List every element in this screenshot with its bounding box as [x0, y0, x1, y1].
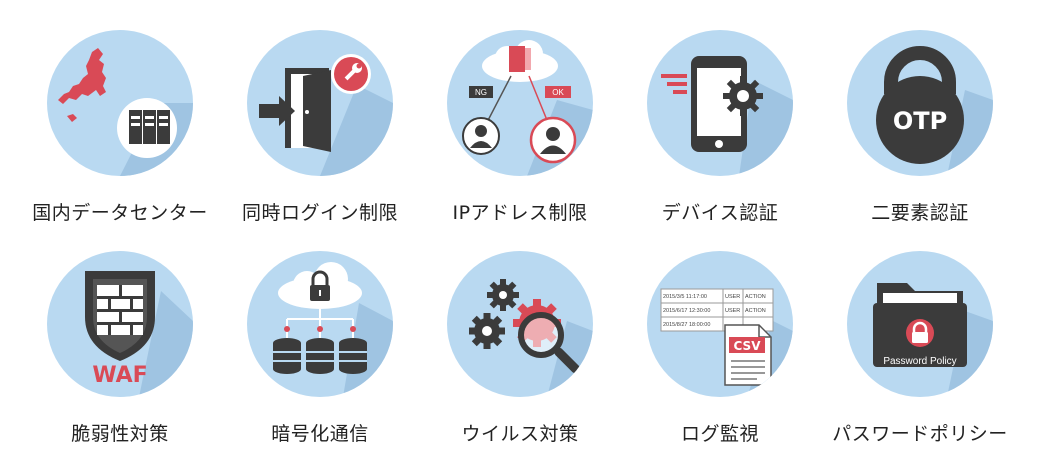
ok-badge: OK	[552, 88, 564, 97]
log-header-user: USER	[725, 294, 740, 300]
log-header-user: USER	[725, 308, 740, 314]
door-login-icon	[247, 30, 393, 176]
feature-label: ウイルス対策	[461, 423, 579, 445]
virus-scan-icon	[447, 251, 593, 397]
feature-label: ログ監視	[680, 423, 759, 445]
feature-antivirus: ウイルス対策	[420, 251, 620, 446]
feature-device-auth: デバイス認証	[620, 30, 820, 225]
feature-label: 国内データセンター	[32, 202, 208, 224]
csv-badge: CSV	[734, 339, 762, 353]
feature-label: 二要素認証	[871, 202, 969, 224]
encrypted-cloud-icon	[247, 251, 393, 397]
feature-two-factor-auth: OTP 二要素認証	[820, 30, 1020, 225]
log-row-time: 2015/3/5 11:17:00	[663, 294, 707, 300]
feature-label: 同時ログイン制限	[241, 202, 398, 224]
otp-lock-icon: OTP	[847, 30, 993, 176]
waf-badge: WAF	[92, 363, 147, 388]
feature-concurrent-login-limit: 同時ログイン制限	[220, 30, 420, 225]
feature-label: パスワードポリシー	[832, 423, 1008, 445]
feature-label: IPアドレス制限	[452, 202, 588, 224]
feature-password-policy: Password Policy パスワードポリシー	[820, 251, 1020, 446]
feature-label: 脆弱性対策	[71, 423, 169, 445]
feature-vulnerability-protection: WAF 脆弱性対策	[20, 251, 220, 446]
feature-encrypted-communication: 暗号化通信	[220, 251, 420, 446]
password-folder-icon: Password Policy	[847, 251, 993, 397]
waf-shield-icon: WAF	[47, 251, 193, 397]
ng-badge: NG	[475, 88, 487, 97]
japan-map-server-icon	[47, 30, 193, 176]
feature-label: 暗号化通信	[271, 423, 369, 445]
log-monitor-icon: 2015/3/5 11:17:00 2015/6/17 12:30:00 201…	[647, 251, 793, 397]
log-header-action: ACTION	[745, 294, 766, 300]
log-row-time: 2015/6/17 12:30:00	[663, 308, 710, 314]
log-row-time: 2015/8/27 18:00:00	[663, 322, 710, 328]
feature-ip-restriction: NG OK IPアドレス制限	[420, 30, 620, 225]
log-header-action: ACTION	[745, 308, 766, 314]
feature-domestic-datacenter: 国内データセンター	[20, 30, 220, 225]
device-auth-icon	[647, 30, 793, 176]
password-policy-badge: Password Policy	[883, 356, 956, 367]
feature-log-monitoring: 2015/3/5 11:17:00 2015/6/17 12:30:00 201…	[620, 251, 820, 446]
ip-restriction-icon: NG OK	[447, 30, 593, 176]
otp-badge: OTP	[893, 107, 947, 135]
feature-label: デバイス認証	[661, 202, 779, 224]
